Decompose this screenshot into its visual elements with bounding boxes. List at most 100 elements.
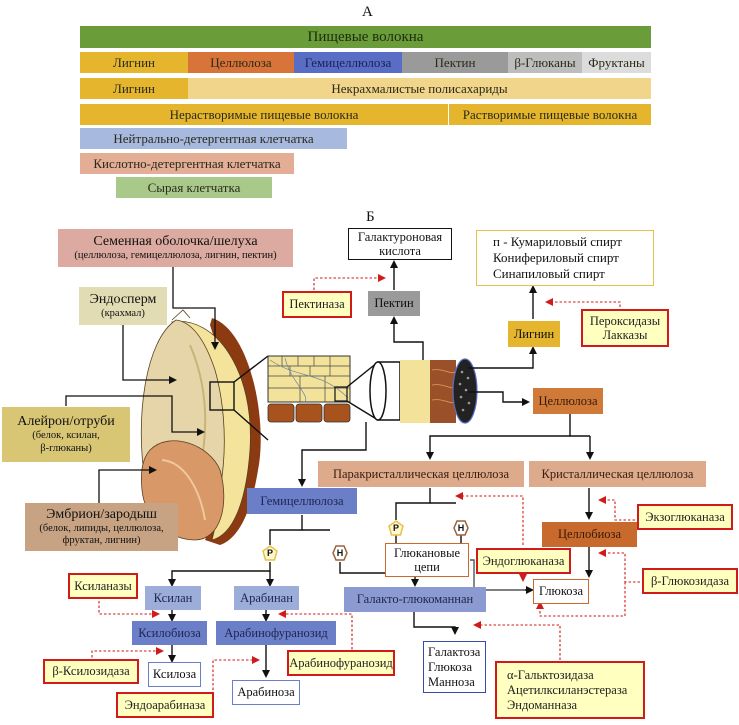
aleurone-sub1: (белок, ксилан, [32, 430, 100, 442]
panel-b-label: Б [366, 209, 375, 225]
xylan-node: Ксилан [145, 586, 201, 610]
component-label: Фруктаны [588, 54, 645, 70]
embryo-label: Эмбрион/зародыш (белок, липиды, целлюлоз… [25, 503, 178, 551]
arabinofuranosidase-enzyme: Арабинофуранозид [287, 650, 395, 676]
node-text: Ксиланазы [74, 578, 132, 593]
node-text: Гемицеллюлоза [260, 493, 344, 508]
node-text: Галактуроновая [357, 229, 443, 244]
node-text: Арабиноза [237, 685, 295, 700]
node-text: Глюкоза [538, 584, 584, 599]
cellulose-node: Целлюлоза [533, 388, 603, 414]
component-label: Целлюлоза [210, 54, 272, 70]
glucose-node: Глюкоза [533, 579, 589, 604]
tissue-block [267, 355, 351, 423]
node-text: Глюкоза [428, 659, 473, 674]
monolignols-node: п - Кумариловый спирт Конифериловый спир… [476, 230, 654, 286]
node-text: β-Глюкозидаза [650, 573, 730, 588]
ndf-bar: Нейтрально-детергентная клетчатка [80, 128, 347, 149]
node-text: Арабинофуранозид [224, 625, 328, 640]
seed-coat-label: Семенная оболочка/шелуха (целлюлоза, гем… [58, 229, 293, 267]
component-label: Сырая клетчатка [147, 179, 241, 195]
hexose-marker-icon: H [453, 520, 469, 536]
mannan-enzymes: α-Гальктозидаза Ацетилксиланэстераза Энд… [495, 661, 645, 719]
node-text: Синапиловый спирт [493, 266, 605, 282]
lignin-node: Лигнин [508, 321, 560, 347]
endoarabinase-enzyme: Эндоарабиназа [116, 692, 214, 718]
component-label: Кислотно-детергентная клетчатка [93, 155, 281, 171]
soluble-fiber-bar: Растворимые пищевые волокна [449, 104, 651, 125]
beta-xylosidase-enzyme: β-Ксилозидаза [43, 659, 139, 684]
component-pectin: Пектин [402, 52, 508, 73]
component-hemicellulose: Гемицеллюлоза [294, 52, 402, 73]
pectinase-enzyme: Пектиназа [282, 291, 352, 318]
xylanases-enzyme: Ксиланазы [68, 573, 138, 599]
node-text: Ксилобиоза [138, 625, 201, 640]
galacturonic-acid-node: Галактуроновая кислота [348, 228, 452, 260]
node-text: Глюкановые [393, 545, 461, 560]
marker-text: H [457, 523, 465, 533]
component-label: β-Глюканы [514, 54, 576, 70]
adf-bar: Кислотно-детергентная клетчатка [80, 153, 294, 174]
endosperm-sub: (крахмал) [101, 308, 145, 320]
component-fructans: Фруктаны [582, 52, 651, 73]
embryo-sub2: фруктан, лигнин) [62, 535, 141, 547]
embryo-sub1: (белок, липиды, целлюлоза, [39, 522, 164, 534]
component-label: Некрахмалистые полисахариды [331, 80, 508, 96]
panel-a-label: А [362, 4, 373, 20]
node-text: кислота [379, 244, 421, 258]
component-beta-glucans: β-Глюканы [508, 52, 582, 73]
grain-zoom-box [209, 381, 235, 411]
sugars-node: Галактоза Глюкоза Манноза [423, 641, 486, 693]
hexose-marker-icon: H [332, 545, 348, 561]
endosperm-label: Эндосперм (крахмал) [79, 287, 167, 325]
marker-text: P [266, 548, 273, 558]
arabinofuranoside-node: Арабинофуранозид [216, 621, 336, 645]
paracrystalline-cellulose-node: Паракристаллическая целлюлоза [318, 461, 524, 487]
pentose-marker-icon: P [388, 520, 404, 536]
marker-text: H [336, 548, 344, 558]
galactoglucomannan-node: Галакто-глюкоманнан [344, 587, 486, 612]
aleurone-layer [170, 321, 251, 541]
node-text: Лигнин [513, 326, 555, 341]
peroxidase-laccase-enzyme: Пероксидазы Лакказы [581, 309, 669, 347]
glucan-chains-node: Глюкановые цепи [385, 543, 469, 577]
aleurone-label: Алейрон/отруби (белок, ксилан, β-глюканы… [2, 407, 130, 462]
component-label: Пектин [434, 54, 476, 70]
xylose-node: Ксилоза [148, 662, 201, 687]
endoglucanase-enzyme: Эндоглюканаза [476, 548, 571, 574]
cellobiose-node: Целлобиоза [542, 522, 637, 547]
component-label: Нейтрально-детергентная клетчатка [113, 130, 314, 146]
node-text: Пероксидазы [589, 313, 661, 328]
xylobiose-node: Ксилобиоза [132, 621, 207, 645]
embryo-title: Эмбрион/зародыш [46, 506, 157, 522]
node-text: Целлобиоза [557, 527, 622, 542]
node-text: α-Гальктозидаза [507, 667, 594, 682]
dietary-fiber-bar: Пищевые волокна [80, 26, 651, 48]
aleurone-title: Алейрон/отруби [17, 414, 115, 430]
node-text: Пектиназа [289, 297, 345, 312]
node-text: Целлюлоза [538, 393, 598, 408]
node-text: Ксилоза [152, 667, 197, 682]
component-label: Растворимые пищевые волокна [462, 106, 638, 122]
crystalline-cellulose-node: Кристаллическая целлюлоза [529, 461, 706, 487]
node-text: Пектин [374, 296, 414, 311]
component-cellulose: Целлюлоза [188, 52, 294, 73]
hemicellulose-node: Гемицеллюлоза [247, 488, 357, 514]
node-text: Арабинан [240, 590, 293, 605]
row3-lignin: Лигнин [80, 78, 188, 99]
dietary-fiber-label: Пищевые волокна [307, 28, 424, 45]
node-text: Ацетилксиланэстераза [507, 682, 628, 697]
insoluble-fiber-bar: Нерастворимые пищевые волокна [80, 104, 448, 125]
arabinan-node: Арабинан [234, 586, 299, 610]
component-label: Нерастворимые пищевые волокна [169, 106, 359, 122]
node-text: Арабинофуранозид [289, 655, 393, 670]
row3-nonstarch-polysaccharides: Некрахмалистые полисахариды [188, 78, 651, 99]
fiber-cylinder [369, 358, 478, 424]
arabinose-node: Арабиноза [232, 680, 300, 705]
node-text: Эндоманназа [507, 697, 578, 712]
pectin-node: Пектин [368, 291, 420, 316]
node-text: Галактоза [428, 644, 481, 659]
component-label: Гемицеллюлоза [304, 54, 392, 70]
endosperm-title: Эндосперм [89, 291, 157, 307]
node-text: цепи [414, 560, 440, 574]
